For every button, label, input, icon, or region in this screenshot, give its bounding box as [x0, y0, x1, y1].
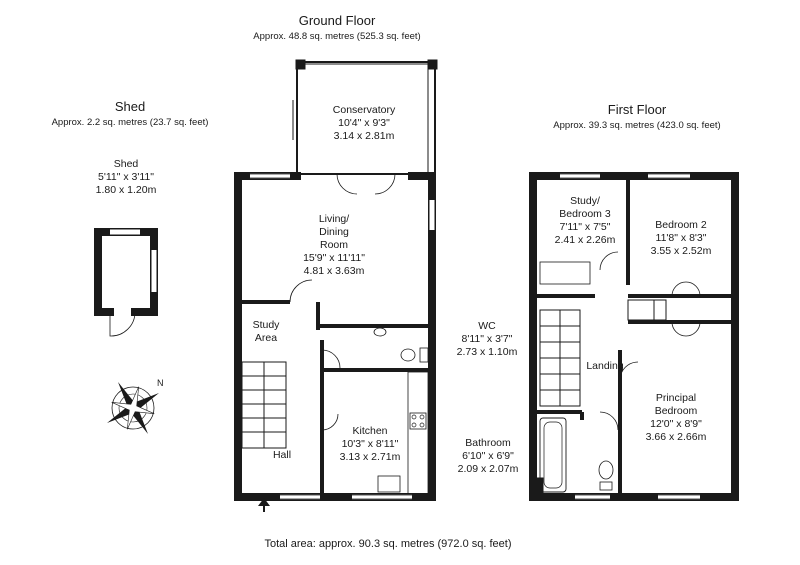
principal-imperial: 12'0" x 8'9": [650, 418, 702, 430]
hall-label: Hall: [272, 449, 292, 461]
entrance-arrow-icon: [258, 498, 270, 512]
conservatory-metric: 3.14 x 2.81m: [333, 130, 395, 142]
principal-bedroom-label: Principal Bedroom 12'0" x 8'9" 3.66 x 2.…: [646, 392, 707, 444]
shed-area: Approx. 2.2 sq. metres (23.7 sq. feet): [51, 117, 209, 128]
kitchen-name: Kitchen: [352, 425, 388, 437]
wc-label: WC 8'11" x 3'7" 2.73 x 1.10m: [457, 320, 518, 359]
study-area-label: Study Area: [253, 319, 280, 345]
wc-metric: 2.73 x 1.10m: [456, 346, 518, 358]
kitchen-metric: 3.13 x 2.71m: [339, 451, 401, 463]
living-imperial: 15'9" x 11'11": [303, 252, 365, 264]
compass-rose-icon: N: [107, 378, 164, 434]
bathroom-label: Bathroom 6'10" x 6'9" 2.09 x 2.07m: [458, 437, 519, 476]
conservatory-name: Conservatory: [332, 104, 396, 116]
living-metric: 4.81 x 3.63m: [303, 265, 365, 277]
study-bedroom3-label: Study/ Bedroom 3 7'11" x 7'5" 2.41 x 2.2…: [555, 195, 616, 247]
conservatory-walls: [296, 61, 436, 175]
living-name-line1: Living/: [318, 213, 350, 225]
shed-room-imperial: 5'11" x 3'11": [97, 171, 155, 183]
principal-name2: Bedroom: [654, 405, 698, 417]
study3-name2: Bedroom 3: [559, 208, 611, 220]
living-room-label: Living/ Dining Room 15'9" x 11'11" 4.81 …: [303, 213, 365, 278]
study-area-name2: Area: [254, 332, 278, 344]
study3-imperial: 7'11" x 7'5": [559, 221, 611, 233]
shed-room-name: Shed: [113, 158, 139, 170]
living-name-line3: Room: [319, 239, 348, 251]
shed-room-metric: 1.80 x 1.20m: [95, 184, 157, 196]
living-name-line2: Dining: [319, 226, 349, 238]
kitchen-imperial: 10'3" x 8'11": [341, 438, 399, 450]
bathroom-metric: 2.09 x 2.07m: [457, 463, 519, 475]
bathroom-imperial: 6'10" x 6'9": [462, 450, 514, 462]
study-area-name1: Study: [252, 319, 280, 331]
ground-floor-area: Approx. 48.8 sq. metres (525.3 sq. feet): [253, 31, 421, 42]
svg-text:N: N: [157, 378, 164, 388]
wc-name: WC: [478, 320, 496, 332]
study3-name1: Study/: [570, 195, 600, 207]
conservatory-label: Conservatory 10'4" x 9'3" 3.14 x 2.81m: [333, 104, 395, 143]
shed-label: Shed 5'11" x 3'11" 1.80 x 1.20m: [96, 158, 157, 197]
landing-label: Landing: [586, 360, 624, 372]
bedroom2-label: Bedroom 2 11'8" x 8'3" 3.55 x 2.52m: [651, 219, 712, 258]
first-floor-area: Approx. 39.3 sq. metres (423.0 sq. feet): [553, 120, 721, 131]
ground-floor-title: Ground Floor: [298, 13, 376, 28]
total-area: Total area: approx. 90.3 sq. metres (972…: [264, 538, 512, 550]
bedroom2-imperial: 11'8" x 8'3": [655, 232, 707, 244]
kitchen-label: Kitchen 10'3" x 8'11" 3.13 x 2.71m: [340, 425, 401, 464]
bedroom2-metric: 3.55 x 2.52m: [650, 245, 712, 257]
principal-name1: Principal: [655, 392, 697, 404]
shed-title: Shed: [114, 99, 146, 114]
conservatory-imperial: 10'4" x 9'3": [338, 117, 390, 129]
principal-metric: 3.66 x 2.66m: [645, 431, 707, 443]
wc-imperial: 8'11" x 3'7": [461, 333, 513, 345]
bedroom2-name: Bedroom 2: [655, 219, 707, 231]
first-floor-title: First Floor: [607, 102, 667, 117]
bathroom-name: Bathroom: [465, 437, 511, 449]
study3-metric: 2.41 x 2.26m: [554, 234, 616, 246]
